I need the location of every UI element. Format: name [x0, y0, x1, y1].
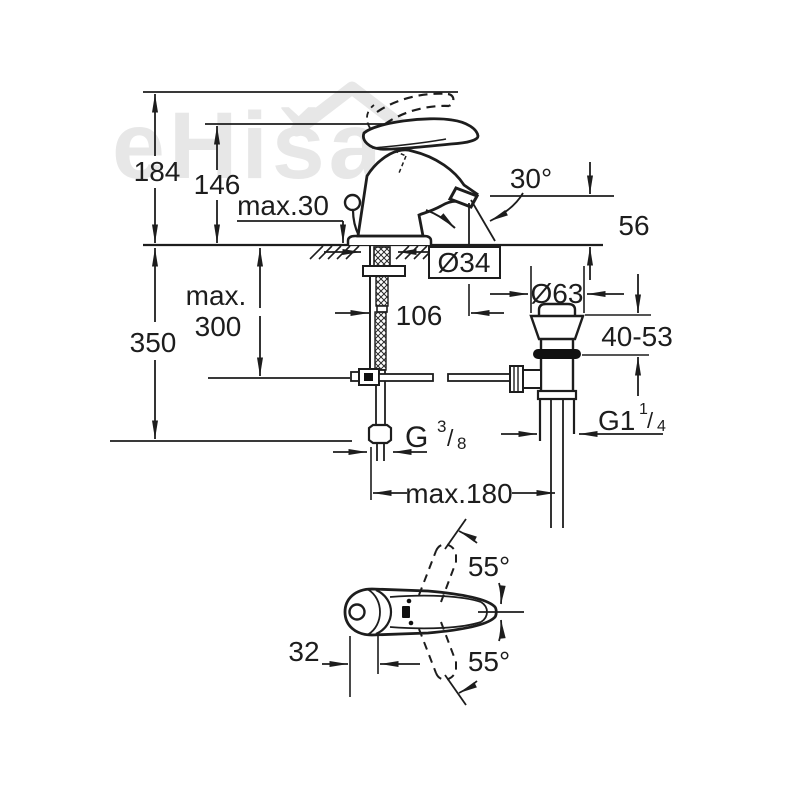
dim-max-center-distance: max.180: [370, 447, 555, 509]
faucet-side-profile: [343, 92, 480, 245]
horizontal-rod-right: [447, 373, 514, 382]
dim-swivel-angle-up: 55°: [458, 530, 510, 605]
dim-swivel-angle-down: 55°: [458, 619, 510, 694]
pop-up-rod-knob: [343, 193, 362, 212]
waste-tail-pipe: [550, 399, 564, 528]
side-view: 184 146 max.30: [110, 91, 673, 528]
dim-waste-diameter: Ø63: [490, 266, 624, 313]
pop-up-waste: [509, 302, 585, 528]
spout-aerator: [447, 186, 480, 209]
waste-cap: [537, 302, 577, 316]
dim-clamp-range-label: 40-53: [601, 321, 673, 352]
waste-side-knob: [509, 365, 542, 393]
swivel-ref-line-down: [444, 674, 467, 706]
dim-below-deck-height: 350: [130, 248, 177, 439]
waste-flange: [529, 314, 585, 341]
horizontal-rod-left: [378, 373, 434, 382]
dim-handle-offset: 32: [288, 635, 420, 697]
dim-max-rod-length: max. 300: [186, 248, 263, 376]
dim-spray-angle: 30°: [425, 163, 552, 245]
pop-up-knob-top-view: [348, 603, 366, 621]
dim-waste-thread-slash: /: [647, 408, 654, 433]
dim-supply-thread-g: G: [405, 421, 428, 454]
dim-hole-diameter-box: [428, 246, 501, 279]
dim-supply-thread-sup: 3: [437, 417, 446, 436]
dim-hole-diameter: Ø34: [324, 246, 501, 279]
dim-below-deck-height-label: 350: [130, 327, 177, 358]
dim-supply-thread: G 3 / 8: [333, 417, 466, 455]
dim-waste-thread: G1 1 / 4: [501, 401, 666, 437]
watermark-house-roof-icon: [290, 81, 414, 137]
handle-top-outline: [343, 587, 498, 637]
below-deck-assembly: [350, 246, 514, 461]
dim-handle-offset-label: 32: [288, 636, 319, 667]
dim-handle-height: 146: [194, 126, 241, 243]
dim-swivel-angle-up-label: 55°: [468, 551, 510, 582]
dim-spout-projection: 106: [335, 284, 504, 331]
dim-max-rod-length-label-2: 300: [195, 311, 242, 342]
waste-o-ring: [533, 349, 581, 359]
dim-max-deck-thickness: max.30: [237, 190, 346, 243]
dim-spout-height-label: 56: [618, 210, 649, 241]
dim-max-deck-thickness-label: max.30: [237, 190, 329, 221]
handle-raised-dashed: [366, 92, 455, 129]
dim-total-height-label: 184: [134, 156, 181, 187]
dim-waste-thread-sub: 4: [657, 418, 666, 435]
dim-waste-thread-sup: 1: [639, 401, 648, 418]
dim-hole-diameter-label: Ø34: [438, 247, 491, 278]
dim-handle-height-label: 146: [194, 169, 241, 200]
dim-spout-height: 56: [587, 162, 650, 280]
faucet-body-and-spout: [356, 148, 479, 238]
dim-spray-angle-label: 30°: [510, 163, 552, 194]
dim-max-center-distance-label: max.180: [405, 478, 512, 509]
mounting-washer: [362, 265, 406, 277]
supply-hose: [374, 311, 387, 371]
dim-waste-thread-g: G1: [598, 405, 635, 436]
top-view-handle: [343, 587, 498, 637]
handle-lever: [362, 117, 480, 151]
threaded-shank: [373, 246, 391, 268]
dim-clamp-range: 40-53: [582, 274, 673, 396]
waste-outer-tube: [538, 399, 576, 441]
top-view: 55° 55° 32: [288, 518, 524, 706]
dim-swivel-angle-down-label: 55°: [468, 646, 510, 677]
dim-supply-thread-sub: 8: [457, 434, 466, 453]
swivel-ref-line-up: [444, 518, 467, 550]
dim-max-rod-length-label-1: max.: [186, 280, 247, 311]
dim-waste-diameter-label: Ø63: [531, 278, 584, 309]
dim-total-height: 184: [134, 94, 181, 243]
dim-supply-thread-slash: /: [447, 425, 454, 451]
dim-spout-projection-label: 106: [396, 300, 443, 331]
supply-hose-nut: [367, 423, 393, 445]
